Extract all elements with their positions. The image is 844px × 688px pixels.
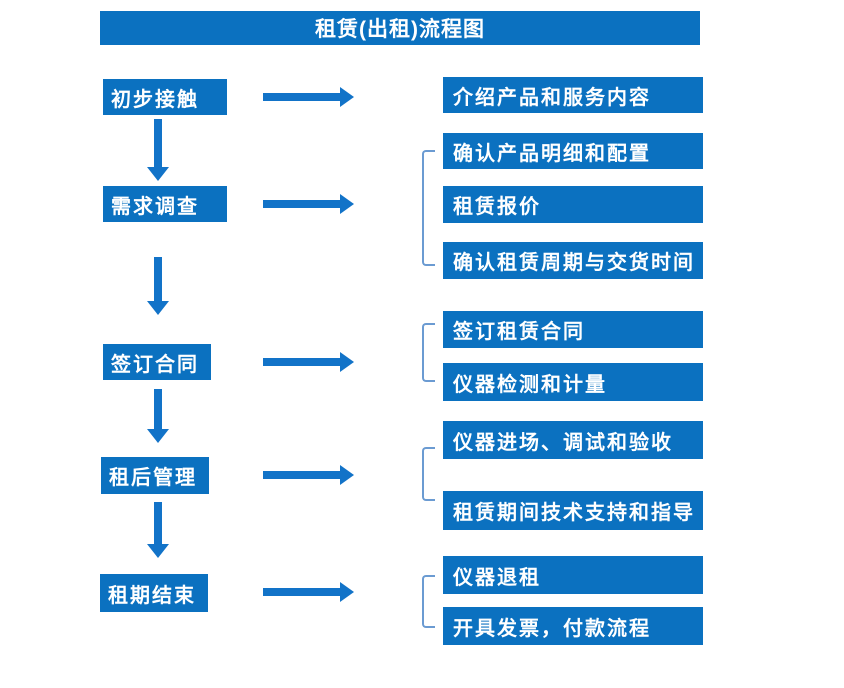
arrow-shaft [263, 471, 342, 479]
arrow-down-3 [147, 389, 169, 443]
arrow-right-2 [263, 194, 354, 214]
arrow-down-2 [147, 257, 169, 315]
arrow-head-icon [340, 194, 354, 214]
arrow-shaft [263, 358, 342, 366]
arrow-head-icon [147, 429, 169, 443]
detail-instrument-return: 仪器退租 [443, 556, 703, 594]
bracket-post-rental-group [422, 447, 435, 501]
arrow-right-1 [263, 87, 354, 107]
arrow-shaft [154, 119, 162, 168]
arrow-head-icon [147, 544, 169, 558]
step-post-rental-management: 租后管理 [101, 457, 209, 494]
step-demand-survey: 需求调查 [103, 186, 227, 222]
bracket-demand-survey-group [422, 150, 435, 266]
step-sign-contract: 签订合同 [103, 344, 211, 380]
arrow-head-icon [340, 582, 354, 602]
arrow-shaft [154, 502, 162, 545]
detail-introduce-products: 介绍产品和服务内容 [443, 77, 703, 113]
arrow-head-icon [340, 465, 354, 485]
detail-confirm-product-details: 确认产品明细和配置 [443, 133, 703, 169]
arrow-down-4 [147, 502, 169, 558]
detail-sign-rental-contract: 签订租赁合同 [443, 311, 703, 348]
detail-rental-quote: 租赁报价 [443, 186, 703, 223]
arrow-right-5 [263, 582, 354, 602]
detail-technical-support: 租赁期间技术支持和指导 [443, 491, 703, 530]
detail-confirm-rental-period: 确认租赁周期与交货时间 [443, 242, 703, 279]
arrow-shaft [154, 389, 162, 430]
detail-instrument-inspection: 仪器检测和计量 [443, 363, 703, 401]
arrow-shaft [263, 200, 342, 208]
bracket-sign-contract-group [422, 323, 435, 382]
arrow-head-icon [340, 352, 354, 372]
arrow-shaft [263, 588, 342, 596]
arrow-right-4 [263, 465, 354, 485]
page-title: 租赁(出租)流程图 [100, 11, 700, 45]
arrow-down-1 [147, 119, 169, 181]
arrow-head-icon [340, 87, 354, 107]
arrow-shaft [263, 93, 342, 101]
detail-instrument-entry: 仪器进场、调试和验收 [443, 421, 703, 459]
arrow-right-3 [263, 352, 354, 372]
detail-invoice-payment: 开具发票，付款流程 [443, 607, 703, 645]
arrow-head-icon [147, 301, 169, 315]
step-initial-contact: 初步接触 [103, 79, 227, 115]
step-rental-end: 租期结束 [100, 574, 208, 612]
arrow-head-icon [147, 167, 169, 181]
arrow-shaft [154, 257, 162, 302]
bracket-rental-end-group [422, 575, 435, 628]
